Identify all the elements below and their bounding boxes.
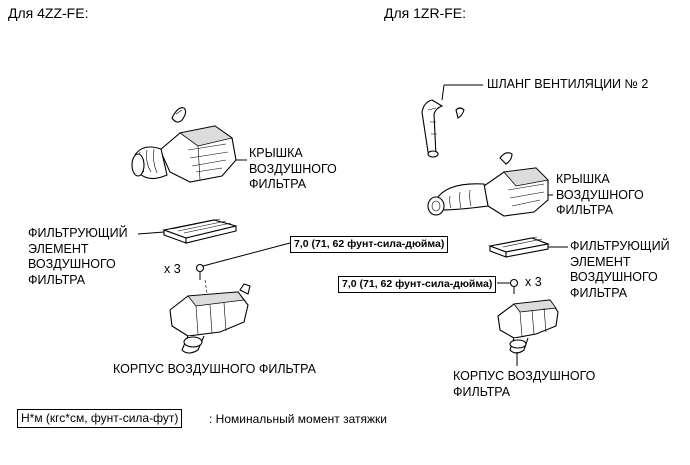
right-element-label: ФИЛЬТРУЮЩИЙ ЭЛЕМЕНТ ВОЗДУШНОГО ФИЛЬТРА xyxy=(570,239,670,300)
left-torque-spec: 7,0 (71, 62 фунт-сила-дюйма) xyxy=(290,236,449,253)
left-bolt-count: x 3 xyxy=(164,262,181,276)
right-torque-spec: 7,0 (71, 62 фунт-сила-дюйма) xyxy=(338,276,497,293)
left-section-header: Для 4ZZ-FE: xyxy=(8,5,89,21)
right-hose-leader-drop xyxy=(441,84,445,101)
right-bolt xyxy=(509,278,519,294)
legend-unit-box: Н*м (кгс*см, фунт-сила-фут) xyxy=(17,409,183,428)
left-housing-label: КОРПУС ВОЗДУШНОГО ФИЛЬТРА xyxy=(113,362,316,376)
left-filter-element xyxy=(161,218,237,244)
right-housing-label: КОРПУС ВОЗДУШНОГО ФИЛЬТРА xyxy=(453,369,596,399)
left-cover-clip xyxy=(171,107,187,123)
right-hose-label: ШЛАНГ ВЕНТИЛЯЦИИ № 2 xyxy=(487,77,649,91)
right-air-cleaner-case xyxy=(497,299,559,354)
left-element-leader xyxy=(137,231,165,235)
left-cover-label: КРЫШКА ВОЗДУШНОГО ФИЛЬТРА xyxy=(249,146,337,191)
right-filter-element xyxy=(487,236,551,258)
left-air-cleaner-cover xyxy=(131,125,237,183)
right-cover-label: КРЫШКА ВОЗДУШНОГО ФИЛЬТРА xyxy=(556,172,644,217)
left-bolt xyxy=(195,263,205,280)
left-air-cleaner-case xyxy=(169,283,251,354)
left-element-label: ФИЛЬТРУЮЩИЙ ЭЛЕМЕНТ ВОЗДУШНОГО ФИЛЬТРА xyxy=(28,226,128,287)
right-section-header: Для 1ZR-FE: xyxy=(384,5,467,21)
legend-description: : Номинальный момент затяжки xyxy=(209,412,387,426)
right-air-cleaner-cover xyxy=(427,167,549,217)
right-ventilation-hose xyxy=(421,99,465,158)
left-torque-leader xyxy=(202,242,291,267)
right-bolt-count: x 3 xyxy=(525,275,542,289)
right-cover-clip xyxy=(499,152,513,165)
